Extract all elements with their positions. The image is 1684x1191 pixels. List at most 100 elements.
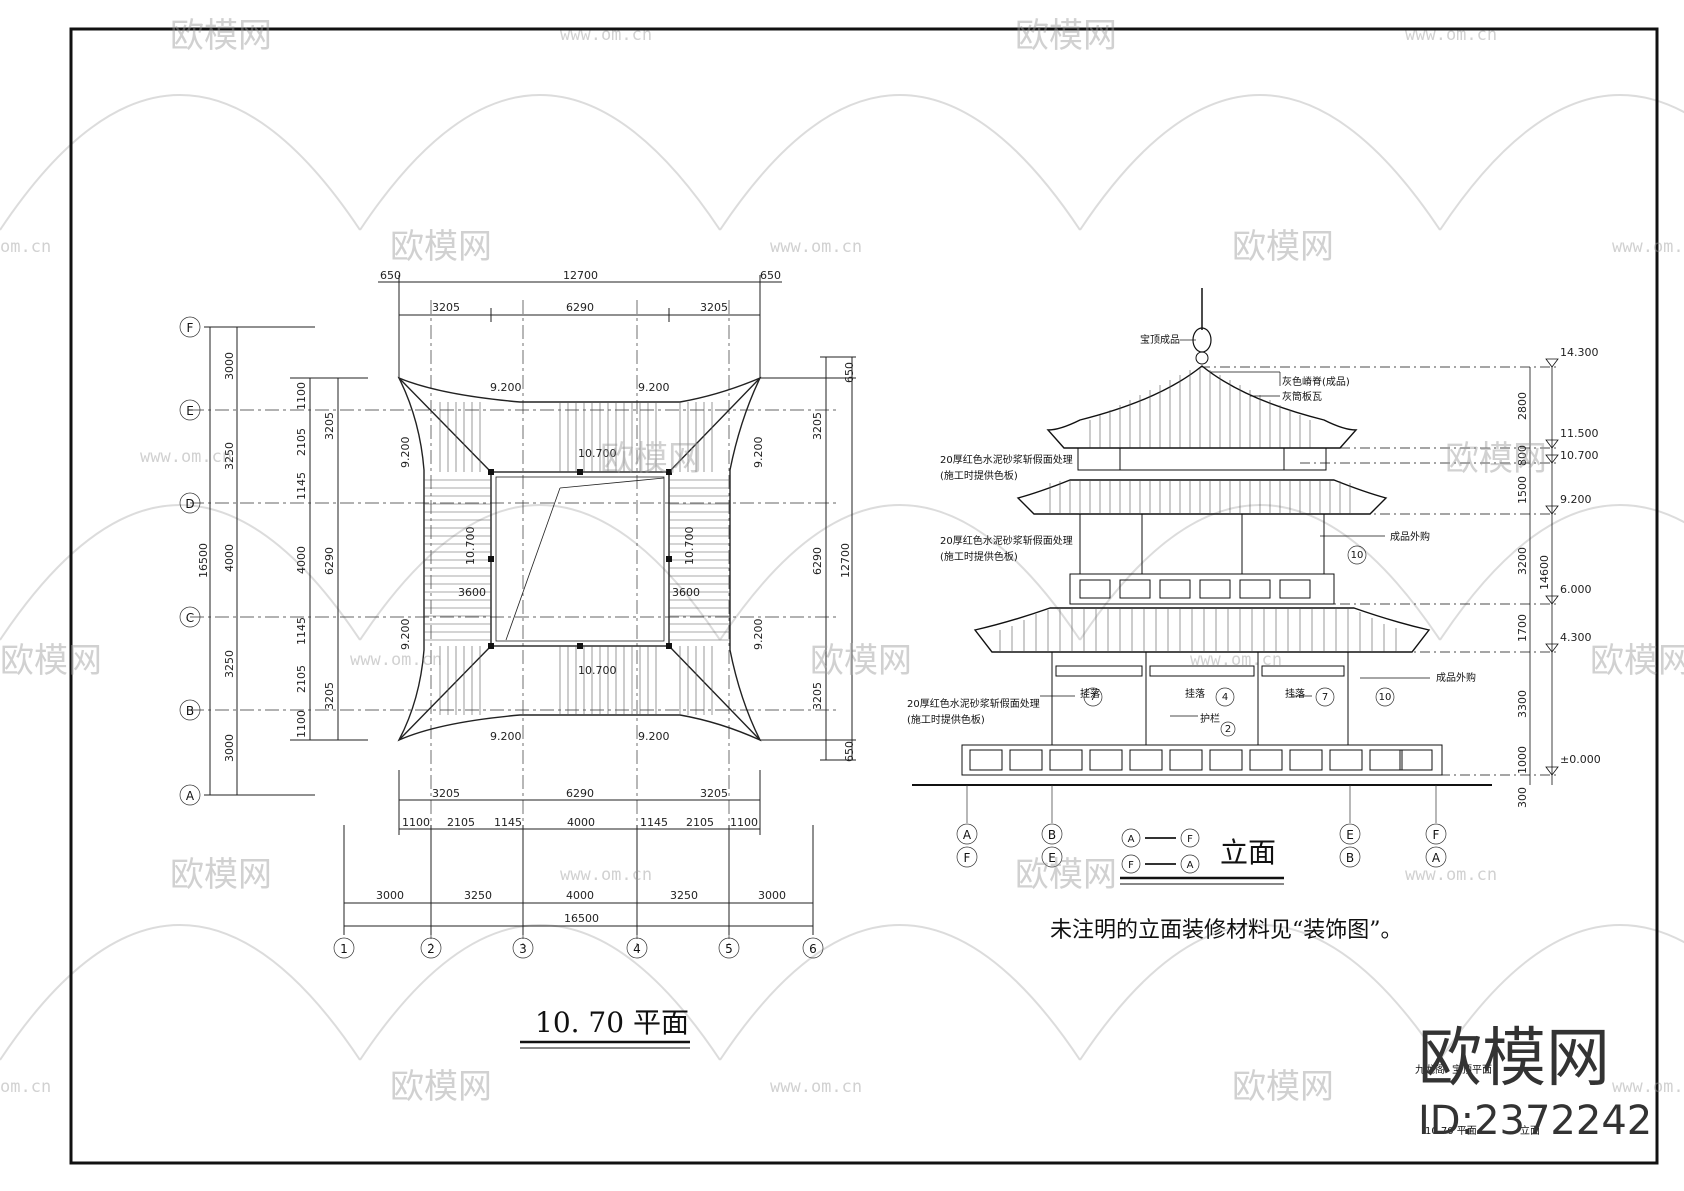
elev-axis-1b: F [964,851,971,865]
grid-row-B: B [186,704,194,718]
wm-brand-4: 欧模网 [1232,227,1334,267]
plan-dim-bot-sub-4: 1145 [640,816,668,829]
plan-dim-bot-axis-4: 3000 [758,889,786,902]
note-finish1: 20厚红色水泥砂浆斩假面处理 [940,453,1073,466]
plan-dim-left-axis-1: 3250 [223,442,236,470]
level-14300: 14.300 [1560,346,1599,359]
wm-brand-10: 欧模网 [170,855,272,895]
plan-dim-left-sub-0: 1100 [295,382,308,410]
wm-url-8: www.om.cn [1190,650,1282,670]
plan-dim-left-sub-1: 2105 [295,428,308,456]
plan-dim-bot-axis-0: 3000 [376,889,404,902]
plan-elev-left-1: 9.200 [399,437,412,469]
plan-elev-ridge-top: 10.700 [578,447,617,460]
grid-col-3: 3 [519,942,527,956]
plan-dim-left-axis-2: 4000 [223,544,236,572]
title-block-line3: 10.70 平面 [1425,1126,1477,1137]
level-0: ±0.000 [1560,753,1601,766]
elev-title-axis-2: F [1187,834,1193,845]
plan-elev-right-2: 9.200 [752,619,765,651]
plan-dim-right-2: 6290 [811,547,824,575]
wm-url-5: www.om.cn [1612,237,1684,257]
plan-dim-left-part-2: 3205 [323,682,336,710]
plan-title: 10. 70 平面 [535,1006,689,1039]
level-11500: 11.500 [1560,427,1599,440]
plan-elev-mid-left: 10.700 [464,527,477,566]
title-block-line2: 宝顶平面 [1452,1063,1492,1076]
plan-dim-bot-sub-1: 2105 [447,816,475,829]
level-9200: 9.200 [1560,493,1592,506]
grid-col-4: 4 [633,942,641,956]
plan-dim-bot-axis-2: 4000 [566,889,594,902]
plan-dim-left-sub-3: 4000 [295,546,308,574]
grid-row-D: D [185,497,194,511]
wm-url-13: www.om.cn [1612,1077,1684,1097]
plan-dim-left-total: 16500 [197,543,210,578]
elev-title-axis-4: A [1187,860,1194,871]
note-finish1b: (施工时提供色板) [940,469,1018,482]
wm-url-6: www.om.cn [140,447,232,467]
wm-url-11: om.cn [0,1077,51,1097]
wm-brand-8: 欧模网 [810,641,912,681]
level-total: 14600 [1538,555,1551,590]
plan-dim-right-4: 650 [843,741,856,762]
plan-view: 9.200 9.200 9.200 9.200 10.700 10.700 36… [179,269,856,1049]
wm-brand-5: 欧模网 [600,439,702,479]
plan-dim-left-sub-2: 1145 [295,472,308,500]
level-dim-6: 1000 [1516,746,1529,774]
drawing-frame [69,27,1659,1165]
plan-dim-left-sub-6: 1100 [295,710,308,738]
grid-col-5: 5 [725,942,733,956]
wm-url-1: www.om.cn [560,25,652,45]
note-ridge: 灰色嵴脊(成品) [1282,375,1350,388]
level-dim-0: 2800 [1516,392,1529,420]
plan-dim-left-part-0: 3205 [323,412,336,440]
wm-url-2: www.om.cn [1405,25,1497,45]
level-10700: 10.700 [1560,449,1599,462]
plan-dim-left-sub-4: 1145 [295,617,308,645]
plan-dim-top-part-1: 6290 [566,301,594,314]
plan-dim-bot-part-1: 6290 [566,787,594,800]
title-block-line4: 立面 [1520,1124,1540,1137]
grid-col-2: 2 [427,942,435,956]
plan-dim-top-part-2: 3205 [700,301,728,314]
level-dim-7: 300 [1516,787,1529,808]
plan-dim-right-1: 3205 [811,412,824,440]
wm-url-12: www.om.cn [770,1077,862,1097]
plan-elev-top-left: 9.200 [490,381,522,394]
grid-col-1: 1 [340,942,348,956]
wm-brand-13: 欧模网 [1232,1067,1334,1107]
plan-dim-bot-axis-1: 3250 [464,889,492,902]
elev-title-axis-3: F [1128,860,1134,871]
plan-dim-bot-sub-3: 4000 [567,816,595,829]
plan-elev-ridge-bottom: 10.700 [578,664,617,677]
grid-col-6: 6 [809,942,817,956]
title-block: 九龙阁 宝顶平面 10.70 平面 立面 [1415,1063,1540,1137]
plan-dim-left-axis-3: 3250 [223,650,236,678]
ref-7b: 7 [1322,692,1328,703]
elev-axis-4b: A [1432,851,1441,865]
plan-dim-right-total: 12700 [839,543,852,578]
grid-row-A: A [186,789,195,803]
plan-elev-mid-right: 10.700 [683,527,696,566]
note-hang-3: 挂落 [1285,687,1305,700]
plan-elev-bottom-right: 9.200 [638,730,670,743]
wm-brand-6: 欧模网 [1445,439,1547,479]
plan-dim-right-0: 650 [843,362,856,383]
plan-dim-top-2: 650 [760,269,781,282]
level-dim-3: 3200 [1516,547,1529,575]
note-baoding: 宝顶成品 [1140,333,1180,346]
elev-title-axis-1: A [1128,834,1135,845]
plan-dim-top-1: 12700 [563,269,598,282]
plan-inner-dim-right: 3600 [672,586,700,599]
elev-axis-2b: E [1048,851,1056,865]
elev-axis-3b: B [1346,851,1354,865]
note-finish3: 20厚红色水泥砂浆斩假面处理 [907,697,1040,710]
level-dim-2: 1500 [1516,476,1529,504]
plan-dim-bot-axis-3: 3250 [670,889,698,902]
grid-row-E: E [186,404,194,418]
wm-url-10: www.om.cn [1405,865,1497,885]
ref-4: 4 [1222,692,1228,703]
plan-dim-left-axis-0: 3000 [223,352,236,380]
plan-dim-top-0: 650 [380,269,401,282]
